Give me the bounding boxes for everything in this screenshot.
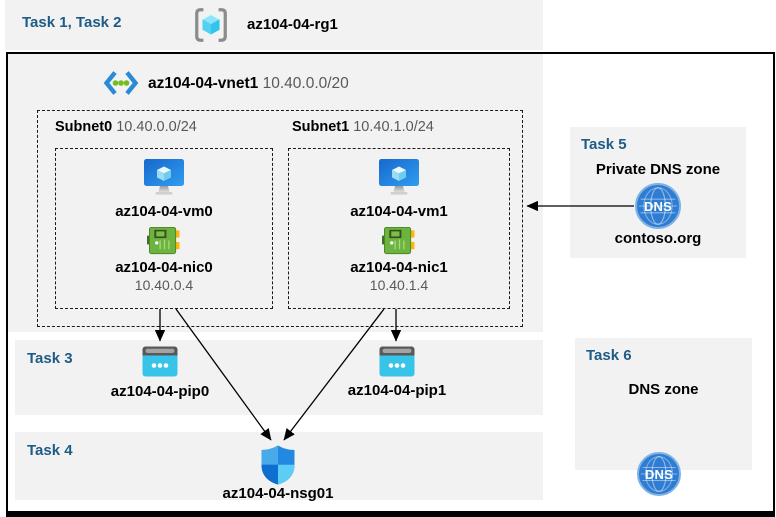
pip0-name: az104-04-pip0 — [110, 383, 210, 400]
nic-ip: 10.40.0.4 — [134, 277, 194, 293]
dns-icon-text: DNS — [643, 198, 673, 214]
task-3-label: Task 3 — [27, 350, 73, 367]
vm-name: az104-04-vm1 — [350, 203, 448, 220]
vnet-name: az104-04-vnet1 — [148, 75, 259, 92]
task-4-label: Task 4 — [27, 442, 73, 459]
task-6-label: Task 6 — [586, 347, 632, 364]
nic-icon — [381, 225, 417, 256]
vnet-title: az104-04-vnet1 10.40.0.0/20 — [148, 75, 349, 93]
nic-name: az104-04-nic0 — [115, 259, 213, 276]
task-5-label: Task 5 — [581, 136, 627, 153]
vm-name: az104-04-vm0 — [115, 203, 213, 220]
dns-zone-name: contoso.org — [614, 230, 702, 247]
subnet0-box: az104-04-vm0 az104-04-nic0 10.40.0.4 — [55, 148, 273, 309]
nic-icon — [146, 225, 182, 256]
vnet-cidr: 10.40.0.0/20 — [262, 75, 349, 92]
resource-group-icon — [192, 6, 230, 44]
public-ip-icon — [142, 346, 178, 377]
nic-name: az104-04-nic1 — [350, 259, 448, 276]
subnet1-box: az104-04-vm1 az104-04-nic1 10.40.1.4 — [288, 148, 510, 309]
subnets-boundary — [37, 110, 523, 327]
nsg-name: az104-04-nsg01 — [222, 485, 334, 502]
subnet0-cidr: 10.40.0.0/24 — [116, 119, 197, 135]
task-1-2-band — [5, 0, 543, 50]
task-1-2-label: Task 1, Task 2 — [22, 14, 122, 31]
pip1-name: az104-04-pip1 — [347, 382, 447, 399]
task-3-band — [15, 340, 543, 415]
vm-icon — [378, 158, 420, 198]
dns-icon: DNS — [635, 183, 681, 229]
private-dns-zone-title: Private DNS zone — [595, 161, 721, 178]
subnet1-title: Subnet1 10.40.1.0/24 — [292, 119, 434, 135]
vm-icon — [143, 158, 185, 198]
dns-zone-title: DNS zone — [628, 381, 699, 398]
public-ip-icon — [379, 346, 415, 377]
subnet1-cidr: 10.40.1.0/24 — [353, 119, 434, 135]
nsg-icon — [259, 444, 297, 486]
subnet1-name: Subnet1 — [292, 119, 350, 135]
nic-ip: 10.40.1.4 — [369, 277, 429, 293]
dns-icon-text: DNS — [644, 466, 674, 482]
dns-icon: DNS — [637, 452, 681, 496]
resource-group-name: az104-04-rg1 — [247, 16, 338, 33]
task-6-panel — [575, 338, 752, 470]
subnet0-title: Subnet0 10.40.0.0/24 — [55, 119, 197, 135]
subnet0-name: Subnet0 — [55, 119, 113, 135]
vnet-container — [8, 54, 543, 332]
vnet-icon — [102, 69, 140, 97]
